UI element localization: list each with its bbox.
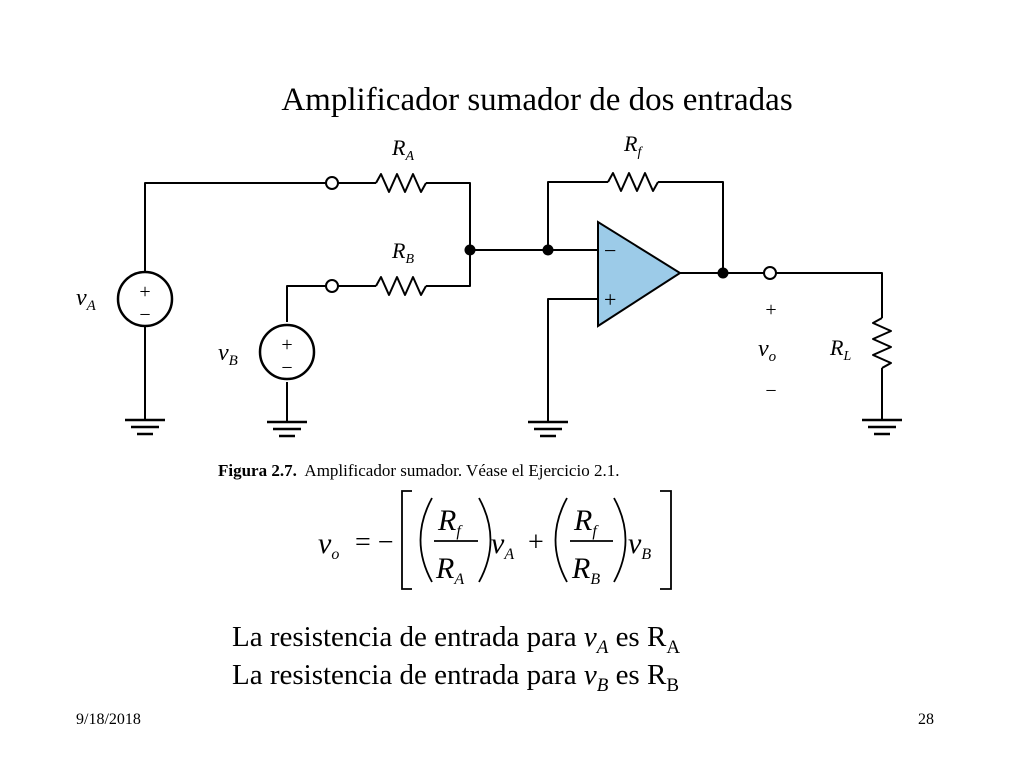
output-voltage-formula: vo = − Rf RA vA + Rf RB vB <box>318 490 672 590</box>
source-vB-minus: − <box>281 357 292 379</box>
summing-amplifier-circuit: RA RB Rf RL vA vB vo − + + − + − + − <box>76 131 902 438</box>
resistor-RB <box>375 276 427 296</box>
input-resistance-statement-B: La resistencia de entrada para vB es RB <box>232 659 679 696</box>
formula-term-vA: vA <box>491 527 514 563</box>
label-vo: vo <box>758 336 777 365</box>
wire-noninverting <box>547 298 598 422</box>
ground-symbol-opamp <box>528 420 568 438</box>
label-vB: vB <box>218 340 238 369</box>
bracket-right <box>660 490 672 590</box>
ground-symbol-load <box>862 418 902 436</box>
opamp-plus-sign: + <box>604 287 616 312</box>
formula-plus: + <box>528 527 544 558</box>
figure-caption-text: Amplificador sumador. Véase el Ejercicio… <box>304 461 620 480</box>
source-vB-plus: + <box>281 334 292 356</box>
figure-caption-number: Figura 2.7. <box>218 461 297 480</box>
formula-lhs: vo <box>318 527 339 563</box>
fraction-1-denominator: RA <box>435 552 464 588</box>
resistor-RL <box>872 317 892 369</box>
paren-2-right <box>613 497 627 583</box>
ground-symbol-vA <box>125 418 165 436</box>
figure-caption: Figura 2.7. Amplificador sumador. Véase … <box>218 460 619 482</box>
wire-RB-right <box>426 250 471 287</box>
wire-load-top <box>776 272 883 318</box>
formula-term-vB: vB <box>628 527 651 563</box>
voltage-source-vA <box>116 270 174 328</box>
terminal-B <box>325 279 339 293</box>
vo-plus-sign: + <box>765 299 776 321</box>
label-RA: RA <box>391 135 414 164</box>
resistor-Rf <box>607 172 659 192</box>
label-RB: RB <box>391 238 414 267</box>
wire-Rf-left <box>547 181 608 250</box>
terminal-A <box>325 176 339 190</box>
bracket-left <box>401 490 412 590</box>
input-resistance-statement-A: La resistencia de entrada para vA es RA <box>232 621 681 658</box>
opamp-minus-sign: − <box>604 238 616 263</box>
paren-1-right <box>478 497 492 583</box>
terminal-output <box>763 266 777 280</box>
label-RL: RL <box>829 335 851 364</box>
slide-title: Amplificador sumador de dos entradas <box>281 82 793 118</box>
formula-equals-neg: = − <box>355 527 394 558</box>
slide-page-number: 28 <box>918 711 934 728</box>
wire-vB-top <box>286 285 326 322</box>
slide-date: 9/18/2018 <box>76 711 141 728</box>
wire-RA-right <box>426 182 471 250</box>
fraction-2-denominator: RB <box>571 552 600 588</box>
fraction-1-numerator: Rf <box>437 504 463 540</box>
fraction-2-numerator: Rf <box>573 504 599 540</box>
voltage-source-vB <box>258 323 316 381</box>
source-vA-minus: − <box>139 304 150 326</box>
label-vA: vA <box>76 285 97 314</box>
vo-minus-sign: − <box>765 380 776 402</box>
opamp-triangle <box>597 220 682 328</box>
wire-vA-top <box>144 182 326 272</box>
paren-1-left <box>419 497 433 583</box>
label-Rf: Rf <box>623 131 643 160</box>
wire-Rf-right <box>658 181 724 273</box>
resistor-RA <box>375 173 427 193</box>
paren-2-left <box>554 497 568 583</box>
source-vA-plus: + <box>139 281 150 303</box>
junction-output <box>717 267 729 279</box>
ground-symbol-vB <box>267 420 307 438</box>
junction-feedback <box>542 244 554 256</box>
junction-summing <box>464 244 476 256</box>
